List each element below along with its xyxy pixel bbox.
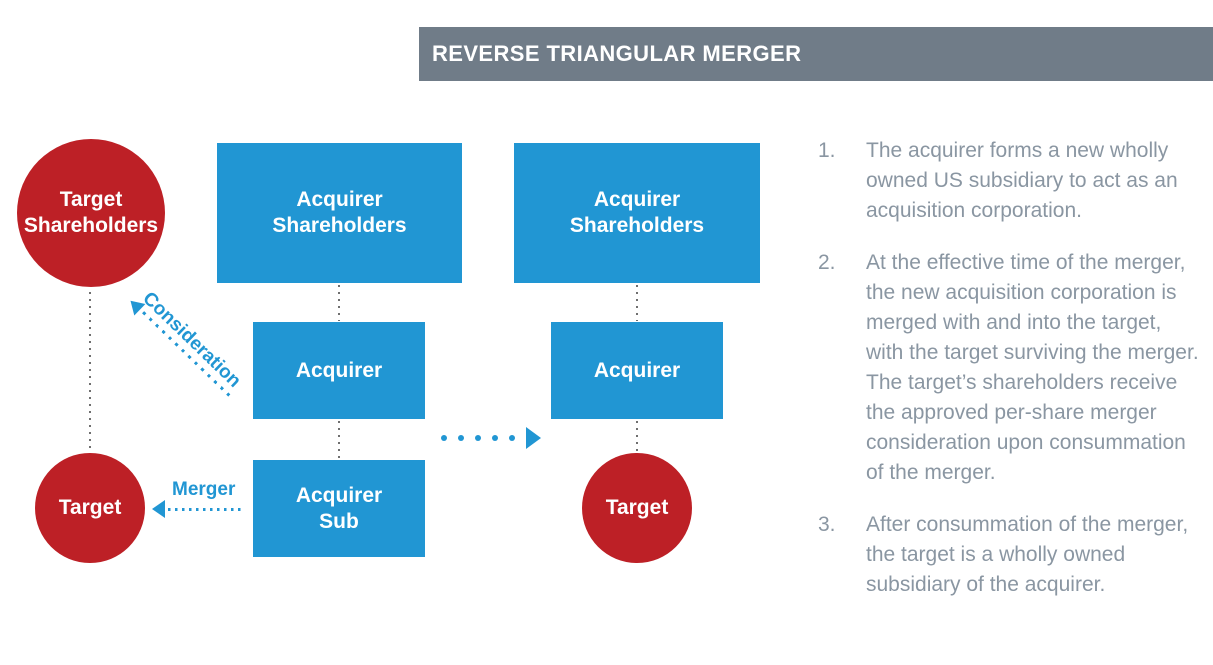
node-label: Acquirer	[295, 358, 383, 382]
step-item-3: 3. After consummation of the merger, the…	[818, 510, 1200, 600]
dotted-line	[168, 507, 245, 511]
step-text: After consummation of the merger, the ta…	[866, 513, 1189, 596]
step-number: 2.	[818, 251, 836, 274]
page-title: REVERSE TRIANGULAR MERGER	[432, 41, 802, 66]
consideration-label: Consideration	[138, 288, 245, 392]
title-bar: REVERSE TRIANGULAR MERGER	[419, 27, 1213, 81]
step-item-1: 1. The acquirer forms a new wholly owned…	[818, 136, 1200, 226]
step-item-2: 2. At the effective time of the merger, …	[818, 248, 1200, 488]
node-target-shareholders: Target Shareholders	[17, 139, 165, 287]
node-acquirer: Acquirer	[253, 322, 425, 419]
dotted-connector	[338, 421, 340, 459]
steps-list: 1. The acquirer forms a new wholly owned…	[818, 136, 1200, 622]
node-acquirer-shareholders: Acquirer Shareholders	[217, 143, 462, 283]
node-acquirer-after: Acquirer	[551, 322, 723, 419]
node-label: Acquirer	[593, 358, 681, 382]
merger-arrow	[152, 500, 245, 518]
step-text: At the effective time of the merger, the…	[866, 251, 1199, 484]
node-label: Target	[58, 496, 122, 519]
arrow-dot	[475, 435, 481, 441]
node-label: Target Shareholders	[23, 188, 159, 237]
node-label: Acquirer Shareholders	[272, 188, 407, 237]
node-target: Target	[35, 453, 145, 563]
node-acquirer-shareholders-after: Acquirer Shareholders	[514, 143, 760, 283]
node-label: Target	[605, 496, 669, 519]
node-acquirer-sub: Acquirer Sub	[253, 460, 425, 557]
node-label: Acquirer Shareholders	[569, 188, 705, 237]
arrowhead-left-icon	[152, 500, 165, 518]
arrow-dot	[509, 435, 515, 441]
arrow-dot	[492, 435, 498, 441]
step-number: 3.	[818, 513, 836, 536]
step-text: The acquirer forms a new wholly owned US…	[866, 139, 1178, 222]
node-target-after: Target	[582, 453, 692, 563]
arrow-dot	[441, 435, 447, 441]
dotted-connector	[338, 285, 340, 321]
arrowhead-right-icon	[526, 427, 541, 449]
step-number: 1.	[818, 139, 836, 162]
transition-arrow	[441, 427, 541, 449]
merger-label: Merger	[172, 479, 236, 500]
node-label: Acquirer Sub	[295, 483, 383, 533]
dotted-connector	[636, 421, 638, 452]
dotted-connector	[636, 285, 638, 321]
arrow-dot	[458, 435, 464, 441]
dotted-connector	[89, 292, 91, 450]
